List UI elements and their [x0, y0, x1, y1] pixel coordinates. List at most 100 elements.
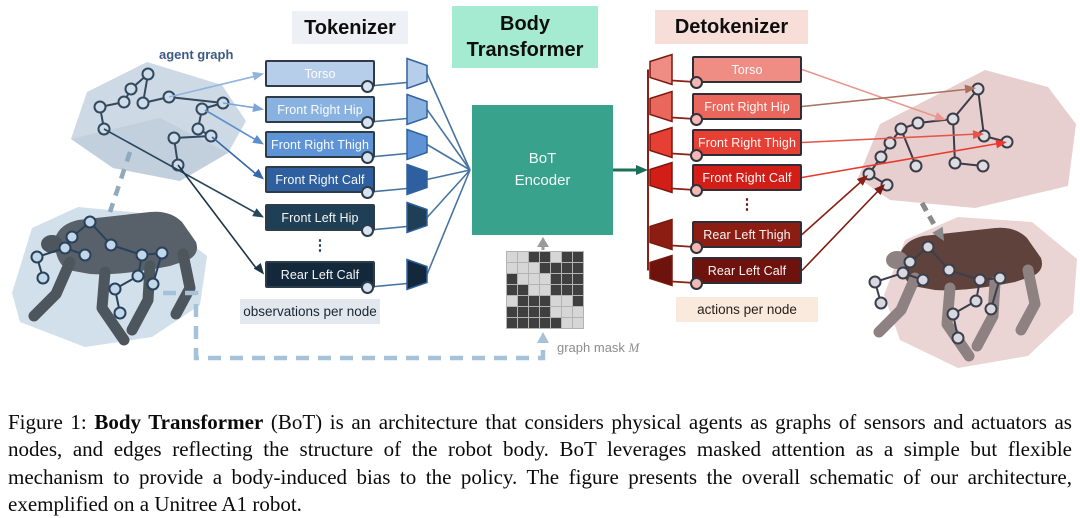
mask-cell: [540, 307, 550, 317]
tokenizer-node-circle: [361, 151, 374, 164]
mask-to-encoder-arrow: [537, 237, 549, 250]
detokenizer-box-front-right-hip: Front Right Hip: [692, 93, 802, 120]
tokenizer-box-front-left-hip: Front Left Hip: [265, 204, 375, 231]
mask-cell: [573, 307, 583, 317]
detokenizer-trapezoids: [649, 53, 673, 287]
mask-cell: [573, 252, 583, 262]
tokenizer-header: Tokenizer: [292, 11, 408, 44]
agent-graph-prism: [71, 62, 246, 181]
detokenizer-box-front-right-calf: Front Right Calf: [692, 164, 802, 191]
mask-cell: [507, 307, 517, 317]
mask-cell: [562, 274, 572, 284]
detokenizer-node-circle: [690, 277, 703, 290]
mask-cell: [529, 252, 539, 262]
caption-prefix: Figure 1:: [8, 410, 95, 434]
detokenizer-box-rear-left-thigh: Rear Left Thigh: [692, 221, 802, 248]
mask-cell: [562, 307, 572, 317]
tokenizer-ellipsis: ⋮: [312, 237, 328, 254]
mask-cell: [573, 296, 583, 306]
bot-encoder-block: BoT Encoder: [472, 105, 613, 235]
mask-cell: [573, 318, 583, 328]
detokenizer-node-circle: [690, 149, 703, 162]
mask-cell: [518, 318, 528, 328]
body-transformer-header-line1: Body: [500, 13, 550, 35]
actions-per-node-label: actions per node: [676, 297, 818, 322]
tokenizer-box-front-right-calf: Front Right Calf: [265, 166, 375, 193]
mask-cell: [507, 252, 517, 262]
mask-cell: [551, 318, 561, 328]
mask-cell: [551, 296, 561, 306]
tokenizer-box-rear-left-calf: Rear Left Calf: [265, 261, 375, 288]
mask-cell: [562, 252, 572, 262]
mask-cell: [507, 318, 517, 328]
mask-cell: [507, 274, 517, 284]
detokenizer-ellipsis: ⋮: [739, 196, 755, 213]
graph-transform-arrow: [919, 201, 944, 241]
mask-cell: [518, 263, 528, 273]
tokenizer-trapezoids: [406, 57, 428, 291]
tokenizer-box-torso: Torso: [265, 60, 375, 87]
caption-bold-title: Body Transformer: [94, 410, 264, 434]
dashed-links: [107, 151, 549, 361]
graph-mask-grid: [506, 251, 584, 329]
mask-cell: [562, 263, 572, 273]
figure-diagram: Tokenizer Body Transformer Detokenizer a…: [12, 6, 1077, 368]
mask-cell: [507, 296, 517, 306]
detokenizer-node-circle: [690, 76, 703, 89]
mask-cell: [540, 263, 550, 273]
detokenizer-to-graph-arrows: [801, 68, 1007, 272]
mask-cell: [562, 296, 572, 306]
detokenizer-box-front-right-thigh: Front Right Thigh: [692, 129, 802, 156]
graph-mask-label-symbol: M: [628, 340, 640, 355]
tokenizer-box-front-right-hip: Front Right Hip: [265, 96, 375, 123]
mask-cell: [573, 285, 583, 295]
mask-cell: [551, 263, 561, 273]
body-transformer-header: Body Transformer: [452, 6, 598, 68]
detokenizer-node-circle: [690, 241, 703, 254]
mask-cell: [551, 307, 561, 317]
bot-encoder-label-line1: BoT: [528, 149, 557, 167]
detokenizer-header: Detokenizer: [655, 10, 808, 44]
mask-cell: [573, 274, 583, 284]
mask-cell: [507, 263, 517, 273]
agent-graph-label: agent graph: [159, 47, 234, 62]
mask-cell: [529, 318, 539, 328]
mask-cell: [529, 274, 539, 284]
mask-cell: [518, 307, 528, 317]
mask-cell: [529, 296, 539, 306]
mask-cell: [518, 285, 528, 295]
output-graph-prism: [858, 70, 1076, 208]
mask-cell: [529, 307, 539, 317]
observations-per-node-label: observations per node: [240, 299, 380, 324]
mask-cell: [540, 285, 550, 295]
diagram-art: [12, 53, 1077, 368]
tokenizer-node-circle: [361, 224, 374, 237]
mask-cell: [562, 285, 572, 295]
body-transformer-header-line2: Transformer: [466, 39, 584, 61]
mask-cell: [518, 296, 528, 306]
output-graph: [862, 82, 1014, 192]
detokenizer-box-torso: Torso: [692, 56, 802, 83]
mask-cell: [529, 263, 539, 273]
tokenizer-node-circle: [361, 281, 374, 294]
mask-cell: [540, 252, 550, 262]
tokenizer-node-circle: [361, 80, 374, 93]
mask-cell: [518, 274, 528, 284]
tokenizer-node-circle: [361, 116, 374, 129]
mask-cell: [540, 274, 550, 284]
mask-cell: [529, 285, 539, 295]
mask-cell: [562, 318, 572, 328]
tokenizer-node-circle: [361, 186, 374, 199]
mask-cell: [540, 296, 550, 306]
bot-encoder-label-line2: Encoder: [514, 172, 571, 189]
graph-mask-label-text: graph mask: [557, 340, 629, 355]
tokenizer-connectors: [369, 73, 471, 288]
mask-cell: [551, 252, 561, 262]
mask-cell: [573, 263, 583, 273]
caption-body: (BoT) is an architecture that considers …: [8, 410, 1072, 516]
tokenizer-box-front-right-thigh: Front Right Thigh: [265, 131, 375, 158]
mask-cell: [518, 252, 528, 262]
figure-caption: Figure 1: Body Transformer (BoT) is an a…: [8, 409, 1072, 518]
detokenizer-box-rear-left-calf: Rear Left Calf: [692, 257, 802, 284]
mask-cell: [551, 285, 561, 295]
